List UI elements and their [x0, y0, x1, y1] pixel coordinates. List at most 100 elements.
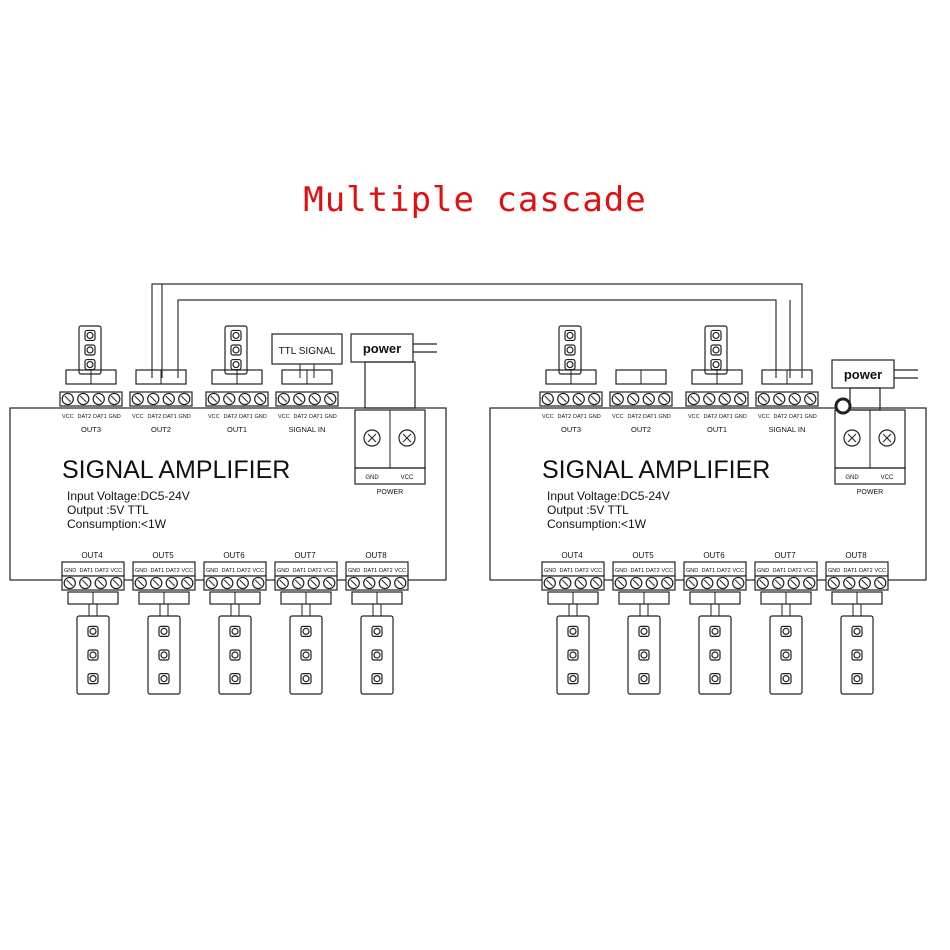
power-pin-row: [834, 467, 906, 485]
screw: [803, 576, 816, 590]
pin-label-dat1: DAT1: [163, 414, 177, 420]
screw: [293, 392, 306, 406]
screw-slot: [225, 395, 233, 403]
screw: [701, 576, 714, 590]
screw-slot: [648, 579, 656, 587]
led-dot: [160, 627, 168, 635]
screw-slot: [81, 579, 89, 587]
led-chip: [710, 358, 722, 371]
screw: [181, 576, 194, 590]
screw-slot: [546, 579, 554, 587]
screw-slot: [402, 433, 412, 443]
pin-label-dat2: DAT2: [308, 568, 322, 574]
screw: [541, 392, 554, 406]
screw: [843, 576, 856, 590]
port-plug: [615, 369, 667, 385]
screw-slot: [774, 579, 782, 587]
strip-body: [289, 615, 323, 695]
led-strip-out6: [698, 615, 732, 695]
terminal-block: [539, 391, 603, 407]
spec-line-0: Input Voltage:DC5-24V: [67, 489, 190, 503]
screw: [788, 392, 801, 406]
screw-slot: [97, 579, 105, 587]
screw: [732, 576, 745, 590]
screw-slot: [295, 395, 303, 403]
led-dot: [711, 627, 719, 635]
screw-slot: [663, 579, 671, 587]
led-chip: [564, 329, 576, 342]
led-dot: [712, 346, 720, 354]
strip-body: [698, 615, 732, 695]
led-chip: [158, 625, 170, 637]
screw: [162, 392, 175, 406]
screw: [108, 392, 121, 406]
port-label-out8: OUT8: [845, 551, 867, 560]
pin-label-dat1: DAT1: [293, 568, 307, 574]
spec-line-2: Consumption:<1W: [547, 517, 647, 531]
screw-slot: [280, 395, 288, 403]
pin-label-dat1: DAT1: [719, 414, 733, 420]
screw: [79, 576, 92, 590]
screw: [858, 576, 871, 590]
power-screw: [878, 429, 896, 447]
screw-slot: [310, 579, 318, 587]
terminal-block: [755, 391, 819, 407]
led-chip: [638, 673, 650, 685]
screw: [61, 392, 74, 406]
port-label-out1: OUT1: [227, 425, 247, 434]
spec-line-1: Output :5V TTL: [67, 503, 149, 517]
led-dot: [373, 675, 381, 683]
pin-label-vcc: VCC: [111, 568, 123, 574]
bottom-terminal-out7: [274, 575, 338, 591]
screw: [630, 576, 643, 590]
pin-label-dat2: DAT2: [294, 414, 308, 420]
cascade-cable-inner: [177, 299, 777, 378]
screw-slot: [590, 395, 598, 403]
screw: [131, 392, 144, 406]
screw: [110, 576, 123, 590]
pin-label-gnd: GND: [109, 414, 121, 420]
screw: [642, 392, 655, 406]
pin-label-vcc: VCC: [688, 414, 700, 420]
screw-slot: [721, 395, 729, 403]
screw: [205, 576, 218, 590]
terminal-block: [825, 575, 889, 591]
strip-body: [218, 615, 252, 695]
screw-slot: [660, 395, 668, 403]
pin-label-dat1: DAT1: [773, 568, 787, 574]
led-chip: [158, 649, 170, 661]
terminal-block: [61, 575, 125, 591]
pin-label-gnd: GND: [325, 414, 337, 420]
screw-slot: [208, 579, 216, 587]
port-label-out3: OUT3: [561, 425, 581, 434]
led-chip: [851, 673, 863, 685]
pin-label-dat2: DAT2: [237, 568, 251, 574]
strip-body: [627, 615, 661, 695]
led-dot: [89, 627, 97, 635]
led-dot: [569, 651, 577, 659]
led-chip: [371, 625, 383, 637]
top-terminal-signal-in: [275, 391, 339, 407]
bottom-terminal-out6: [683, 575, 747, 591]
led-chip: [300, 625, 312, 637]
led-chip: [230, 344, 242, 356]
strip-body: [76, 615, 110, 695]
screw: [773, 392, 786, 406]
led-dot: [373, 627, 381, 635]
led-chip: [229, 673, 241, 685]
led-chip: [230, 329, 242, 342]
screw-slot: [688, 579, 696, 587]
screw: [703, 392, 716, 406]
screw: [559, 576, 572, 590]
screw: [147, 392, 160, 406]
screw: [757, 392, 770, 406]
led-dot: [302, 627, 310, 635]
terminal-block: [59, 391, 123, 407]
screw-slot: [183, 579, 191, 587]
screw: [347, 576, 360, 590]
pin-label-gnd: GND: [615, 568, 627, 574]
screw-slot: [311, 395, 319, 403]
pin-label-dat1: DAT1: [364, 568, 378, 574]
